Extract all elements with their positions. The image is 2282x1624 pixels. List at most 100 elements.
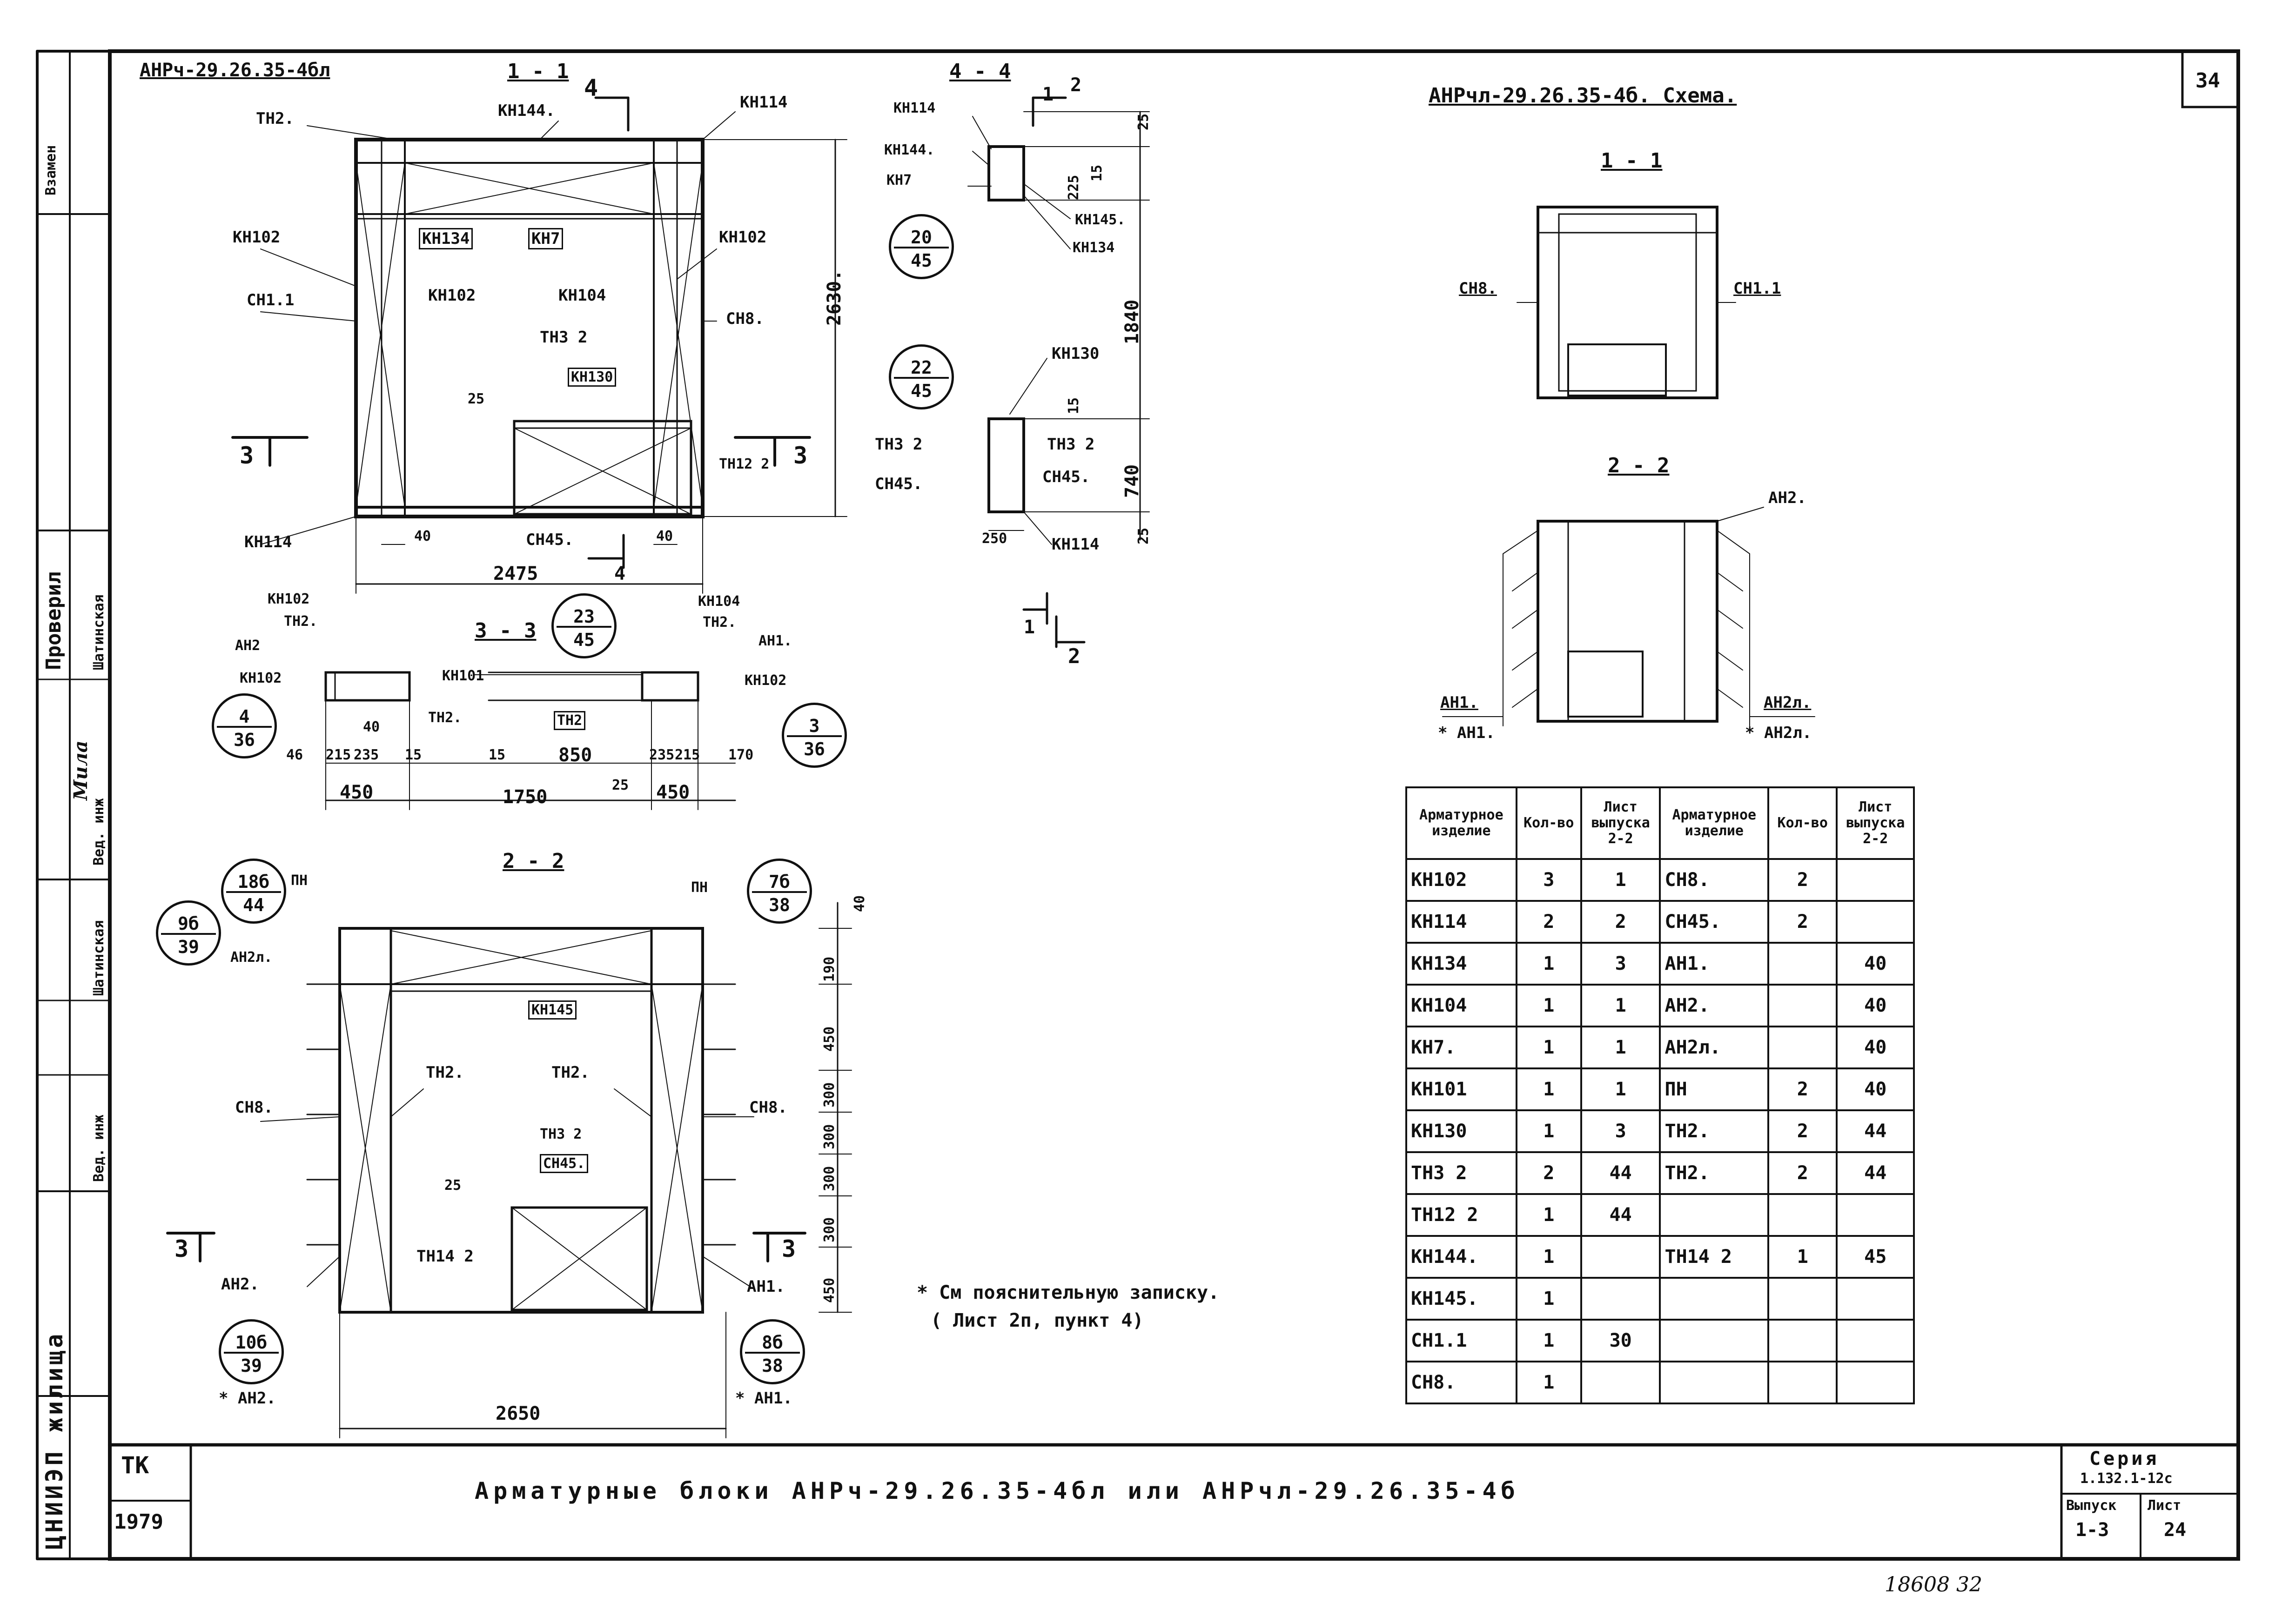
lbl11-ch11: СН1.1: [247, 291, 295, 309]
lbl11-th32: ТН3 2: [540, 328, 588, 347]
lbl33-dim-450a: 450: [340, 782, 374, 803]
col-header: Лист выпуска 2-2: [1580, 786, 1661, 860]
lbl44-dim-15b: 15: [1066, 397, 1082, 414]
lbl33-th2c: ТН2: [554, 711, 586, 730]
lbl22-dim-300a: 300: [821, 1082, 838, 1107]
lbl11-th122: ТН12 2: [719, 456, 770, 472]
lbl11-kn7: КН7: [528, 228, 564, 249]
lbl33-th2d: ТН2.: [703, 614, 737, 631]
table-cell: 1: [1515, 1361, 1582, 1404]
table-cell: [1836, 1319, 1915, 1362]
lbl33-kn102c: КН102: [745, 672, 787, 689]
table-cell: ПН: [1659, 1067, 1770, 1111]
series-value: 1.132.1-12с: [2080, 1470, 2173, 1487]
table-cell: 3: [1580, 1109, 1661, 1153]
lbl22-mark-3-right: 3: [782, 1235, 796, 1262]
table-cell: 40: [1836, 1067, 1915, 1111]
table-cell: [1836, 858, 1915, 902]
table-cell: 1: [1515, 1067, 1582, 1111]
table-cell: АН2.: [1659, 984, 1770, 1027]
lbl11-dim-2475: 2475: [493, 563, 538, 584]
col-header: Кол-во: [1767, 786, 1838, 860]
table-cell: 1: [1515, 1193, 1582, 1237]
lbl44-mark-2b: 2: [1068, 644, 1081, 668]
table-cell: 1: [1515, 1319, 1582, 1362]
table-cell: 3: [1515, 858, 1582, 902]
lbl11-kn104: КН104: [558, 286, 606, 305]
scheme-1-1-title: 1 - 1: [1601, 149, 1663, 173]
table-cell: [1580, 1277, 1661, 1321]
main-view-title: АНРч-29.26.35-4бл: [140, 60, 330, 81]
table-cell: 2: [1515, 1151, 1582, 1195]
table-cell: [1767, 1277, 1838, 1321]
lblsc-ah1-star: * АН1.: [1438, 724, 1495, 742]
lbl33-dim-235b: 235: [649, 747, 675, 763]
lbl11-th2: ТН2.: [256, 109, 294, 128]
table-cell: [1767, 1361, 1838, 1404]
lbl11-ch8: СН8.: [726, 309, 764, 328]
lbl33-kn101: КН101: [442, 668, 484, 684]
lbl22-ah2: АН2.: [221, 1275, 259, 1294]
lblsc-ah2l: АН2л.: [1764, 693, 1812, 712]
sheet-number: 34: [2195, 69, 2220, 93]
table-cell: 1: [1515, 1277, 1582, 1321]
lbl22-ah2-star: * АН2.: [219, 1389, 276, 1408]
lbl33-dim-170: 170: [728, 747, 754, 763]
lbl22-dim-450b: 450: [821, 1277, 838, 1303]
table-cell: КН145.: [1405, 1277, 1517, 1321]
archive-note: 18608 32: [1885, 1573, 1982, 1597]
lbl33-dim-15b: 15: [489, 747, 506, 763]
table-cell: 40: [1836, 1026, 1915, 1069]
table-cell: 3: [1580, 942, 1661, 986]
table-cell: [1767, 1193, 1838, 1237]
spec-table-header: Арматурное изделие Кол-во Лист выпуска 2…: [1405, 786, 1915, 860]
table-cell: 1: [1580, 1026, 1661, 1069]
table-cell: 40: [1836, 984, 1915, 1027]
lbl33-dim-215b: 215: [675, 747, 700, 763]
table-cell: [1767, 1026, 1838, 1069]
table-cell: 2: [1515, 900, 1582, 944]
lblsc-ch11: СН1.1: [1733, 279, 1781, 298]
lbl11-mark-3-left: 3: [240, 442, 254, 469]
spec-table: Арматурное изделие Кол-во Лист выпуска 2…: [1405, 786, 1915, 1404]
scheme-2-2-title: 2 - 2: [1608, 454, 1670, 477]
lbl22-dim-450a: 450: [821, 1026, 838, 1052]
lbl22-th142: ТН14 2: [416, 1247, 474, 1266]
lbl22-ch45: СН45.: [540, 1154, 589, 1173]
lbl22-ah1: АН1.: [747, 1277, 785, 1296]
table-cell: ТН2.: [1659, 1109, 1770, 1153]
table-cell: 2: [1767, 900, 1838, 944]
lbl11-kn102-right: КН102: [719, 228, 767, 247]
col-header: Арматурное изделие: [1405, 786, 1517, 860]
table-cell: 2: [1767, 1109, 1838, 1153]
issue-label: Выпуск: [2066, 1497, 2117, 1514]
lbl11-mark-3-right: 3: [793, 442, 808, 469]
lbl44-ch45-right: СН45.: [1042, 468, 1090, 486]
table-cell: 2: [1580, 900, 1661, 944]
lbl33-kn104: КН104: [698, 593, 740, 610]
section-1-1-title: 1 - 1: [507, 60, 569, 83]
table-cell: 1: [1515, 942, 1582, 986]
table-cell: [1836, 1193, 1915, 1237]
table-cell: [1580, 1361, 1661, 1404]
lbl11-mark-4-bot: 4: [614, 563, 626, 584]
lbl33-dim-850: 850: [558, 745, 592, 766]
lbl22-dim-40: 40: [852, 895, 868, 912]
footnote-line-1: * См пояснительную записку.: [917, 1282, 1220, 1303]
table-cell: [1659, 1319, 1770, 1362]
lbl33-dim-15a: 15: [405, 747, 422, 763]
table-cell: СН45.: [1659, 900, 1770, 944]
lbl33-dim-40: 40: [363, 719, 380, 735]
table-cell: ТН2.: [1659, 1151, 1770, 1195]
table-cell: СН1.1: [1405, 1319, 1517, 1362]
table-cell: 45: [1836, 1235, 1915, 1279]
issue-value: 1-3: [2075, 1519, 2109, 1541]
